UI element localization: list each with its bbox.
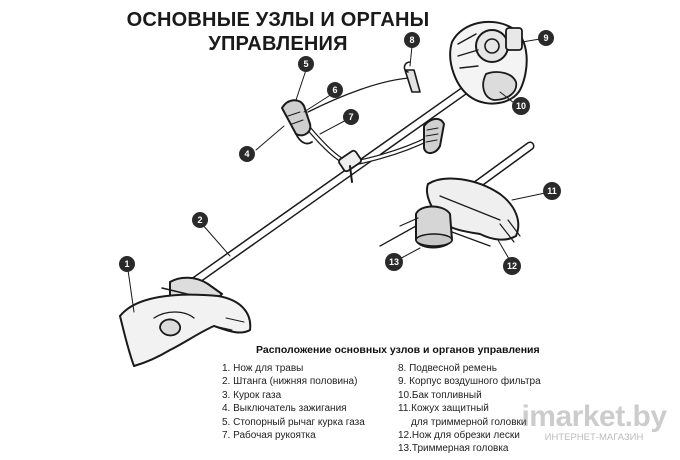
- title-line-1: ОСНОВНЫЕ УЗЛЫ И ОРГАНЫ: [126, 9, 430, 31]
- drive-shaft: [173, 83, 473, 298]
- legend-item: 10.Бак топливный: [398, 389, 482, 401]
- blade-head: [119, 276, 252, 367]
- harness-hook: [403, 61, 421, 93]
- svg-text:11: 11: [547, 186, 557, 196]
- callout-1: 1: [119, 256, 135, 272]
- legend-item: 3. Курок газа: [222, 389, 282, 401]
- legend-item: 9. Корпус воздушного фильтра: [398, 376, 541, 388]
- svg-text:10: 10: [516, 101, 526, 111]
- legend-item: 2. Штанга (нижняя половина): [222, 376, 358, 388]
- legend-item: 7. Рабочая рукоятка: [222, 430, 316, 442]
- title-line-2: УПРАВЛЕНИЯ: [208, 33, 348, 55]
- callouts: 1 2 4 5 6 7 8 9 10 11 12 13: [119, 30, 561, 275]
- callout-9: 9: [538, 30, 554, 46]
- callout-10: 10: [512, 97, 530, 115]
- handlebar: [281, 77, 445, 183]
- callout-leaders: [127, 37, 551, 313]
- watermark-subtitle: ИНТЕРНЕТ-МАГАЗИН: [544, 432, 644, 443]
- legend-item: 8. Подвесной ремень: [398, 363, 497, 374]
- svg-text:4: 4: [244, 149, 249, 159]
- callout-13: 13: [385, 253, 403, 271]
- svg-text:2: 2: [197, 215, 202, 225]
- callout-4: 4: [239, 146, 255, 162]
- engine-unit: [449, 20, 528, 105]
- callout-5: 5: [298, 56, 314, 72]
- callout-6: 6: [327, 82, 343, 98]
- svg-text:9: 9: [543, 33, 548, 43]
- legend-right-column: 8. Подвесной ремень 9. Корпус воздушного…: [398, 362, 541, 456]
- callout-2: 2: [192, 212, 208, 228]
- svg-text:13: 13: [389, 257, 399, 267]
- svg-text:8: 8: [409, 35, 414, 45]
- svg-text:6: 6: [332, 85, 337, 95]
- legend-item: 4. Выключатель зажигания: [222, 403, 347, 415]
- watermark: imarket.by ИНТЕРНЕТ-МАГАЗИН: [514, 402, 674, 444]
- legend-item: 1. Нож для травы: [222, 363, 304, 374]
- callout-8: 8: [404, 32, 420, 48]
- legend-left-column: 1. Нож для травы 2. Штанга (нижняя полов…: [222, 362, 365, 442]
- svg-text:5: 5: [303, 59, 308, 69]
- callout-7: 7: [343, 109, 359, 125]
- legend-item: 5. Стопорный рычаг курка газа: [222, 416, 365, 428]
- svg-text:7: 7: [348, 112, 353, 122]
- legend-item: 11.Кожух защитный: [398, 403, 489, 415]
- diagram-title: ОСНОВНЫЕ УЗЛЫ И ОРГАНЫ УПРАВЛЕНИЯ: [118, 8, 438, 56]
- legend-item-continuation: для триммерной головки: [411, 416, 527, 428]
- trimmer-head-inset: [379, 141, 535, 249]
- legend-item: 13.Триммерная головка: [398, 443, 509, 455]
- legend-title: Расположение основных узлов и органов уп…: [256, 344, 540, 356]
- svg-text:12: 12: [507, 261, 517, 271]
- callout-12: 12: [503, 257, 521, 275]
- watermark-brand: imarket.by: [521, 400, 667, 433]
- svg-text:1: 1: [124, 259, 129, 269]
- legend-item: 12.Нож для обрезки лески: [398, 430, 520, 442]
- callout-11: 11: [543, 182, 561, 200]
